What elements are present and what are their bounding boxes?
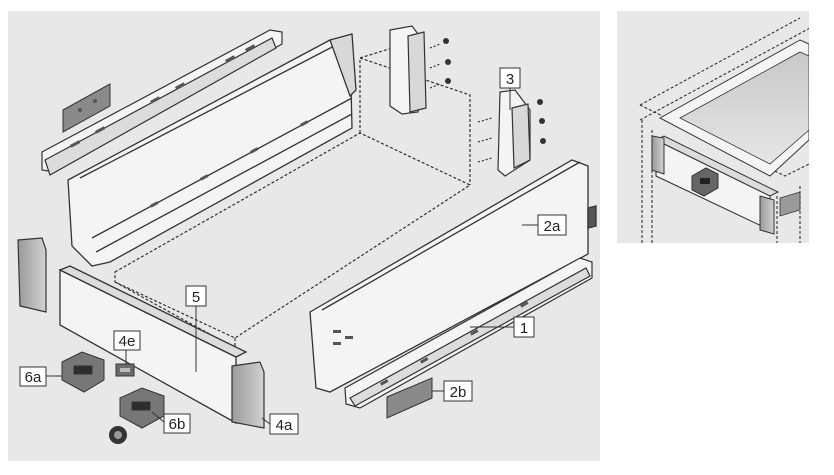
rear-bracket-left: [389, 25, 441, 115]
label-4a: 4a: [269, 413, 299, 435]
svg-text:1: 1: [520, 320, 528, 337]
screws-top: [443, 38, 451, 84]
svg-text:4a: 4a: [276, 417, 293, 434]
adjusting-wheel: [109, 426, 127, 444]
svg-text:3: 3: [506, 71, 514, 88]
svg-text:2b: 2b: [450, 384, 467, 401]
cover-plate-2b: [386, 377, 433, 419]
label-2a: 2a: [537, 214, 567, 236]
detail-panel: [617, 11, 809, 243]
drawer-side-right: [309, 159, 597, 393]
side-cap-right-4a: [231, 361, 265, 429]
label-6a: 6a: [19, 366, 47, 387]
svg-text:5: 5: [192, 289, 200, 306]
rear-bracket-right: [477, 89, 531, 177]
back-panel-outline: [359, 47, 471, 185]
front-fitting-6a: [61, 351, 105, 393]
runner-rear: [41, 29, 283, 176]
drawer-bottom-outline: [114, 132, 472, 349]
label-6b: 6b: [163, 413, 191, 434]
drawer-side-left: [67, 33, 357, 267]
label-3: 3: [499, 67, 521, 89]
screws-right: [537, 99, 546, 144]
label-1: 1: [513, 316, 535, 338]
label-2b: 2b: [443, 380, 473, 402]
side-cap-left: [17, 237, 47, 313]
runner-front: [344, 257, 593, 409]
label-5: 5: [185, 285, 207, 307]
svg-text:4e: 4e: [119, 333, 136, 350]
svg-text:2a: 2a: [544, 218, 561, 235]
svg-text:6a: 6a: [25, 369, 42, 386]
clip-4e: [115, 363, 135, 377]
leader-lines: [46, 85, 538, 425]
svg-text:6b: 6b: [169, 416, 186, 433]
cover-plate-rear: [62, 83, 111, 133]
label-4e: 4e: [113, 330, 141, 351]
